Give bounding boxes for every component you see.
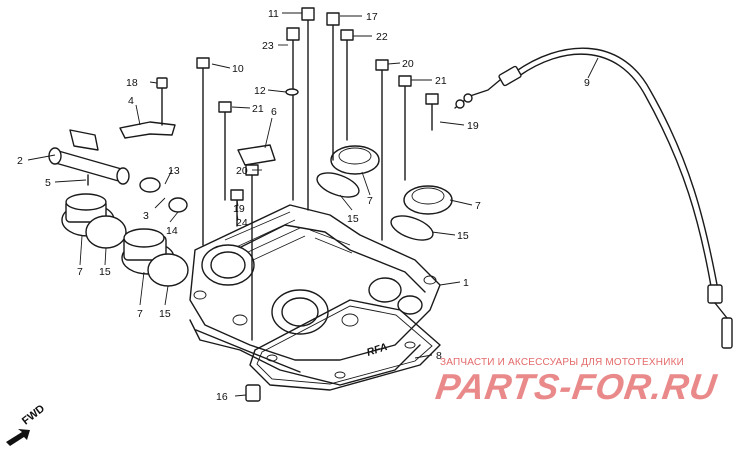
label-17: 17: [366, 11, 378, 23]
label-15-center: 15: [159, 308, 171, 320]
label-10: 10: [232, 63, 244, 75]
label-24: 24: [236, 217, 248, 229]
label-5: 5: [45, 177, 51, 189]
cylinder-head-cover: [189, 204, 441, 386]
label-13: 13: [168, 165, 180, 177]
valve-cap-left: [61, 193, 127, 249]
fwd-arrow-icon: [6, 429, 30, 446]
valve-cap-upper: [316, 145, 380, 198]
label-21-left: 21: [252, 103, 264, 115]
label-7-center: 7: [137, 308, 143, 320]
label-15-upper: 15: [347, 213, 359, 225]
label-6: 6: [271, 106, 277, 118]
label-12: 12: [254, 85, 266, 97]
label-15-right: 15: [457, 230, 469, 242]
label-7-left: 7: [77, 266, 83, 278]
bolts: [196, 7, 439, 402]
label-9: 9: [584, 77, 590, 89]
label-21-right: 21: [435, 75, 447, 87]
label-19-lower: 19: [233, 203, 245, 215]
valve-cap-right: [390, 185, 453, 241]
label-20-right: 20: [402, 58, 414, 70]
label-18: 18: [126, 77, 138, 89]
label-8: 8: [436, 350, 442, 362]
label-3: 3: [143, 210, 149, 222]
bracket-6: [237, 144, 276, 166]
label-1: 1: [463, 277, 469, 289]
head-cover-gasket: [249, 299, 441, 391]
label-23: 23: [262, 40, 274, 52]
label-16: 16: [216, 391, 228, 403]
label-11: 11: [268, 8, 279, 20]
valve-cap-center: [121, 228, 189, 287]
throttle-cable: [454, 47, 733, 349]
watermark-tagline: ЗАПЧАСТИ И АКСЕССУАРЫ ДЛЯ МОТОТЕХНИКИ: [440, 357, 685, 368]
label-20-lower: 20: [236, 165, 248, 177]
part-labels: 1 2 3 4 5 6 7 7 7 7 8 9 10 11 12 13 14 1…: [17, 8, 590, 403]
leader-lines: [27, 12, 599, 397]
rocker-shaft: [48, 129, 188, 213]
label-7-right: 7: [475, 200, 481, 212]
label-7-upper: 7: [367, 195, 373, 207]
label-19-right: 19: [467, 120, 479, 132]
label-2: 2: [17, 155, 23, 167]
label-15-left: 15: [99, 266, 111, 278]
watermark-logo: PARTS-FOR.RU: [433, 366, 720, 407]
label-22: 22: [376, 31, 388, 43]
label-14: 14: [166, 225, 178, 237]
label-4: 4: [128, 95, 134, 107]
